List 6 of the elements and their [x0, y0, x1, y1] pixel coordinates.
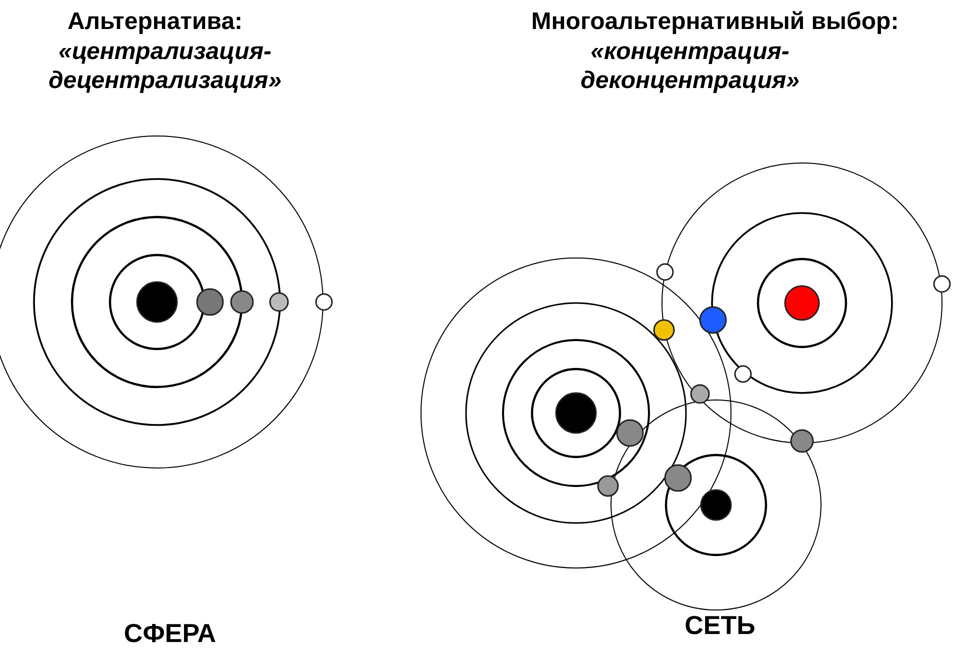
diagram-caption: СЕТЬ [684, 610, 756, 642]
heading: Многоальтернативный выбор: [530, 8, 900, 37]
heading: Альтернатива: [66, 8, 244, 37]
diagram-caption: СФЕРА [122, 618, 218, 650]
subheading: «концентрация-деконцентрация» [580, 38, 800, 96]
subheading: «централизация-децентрализация» [47, 38, 283, 96]
